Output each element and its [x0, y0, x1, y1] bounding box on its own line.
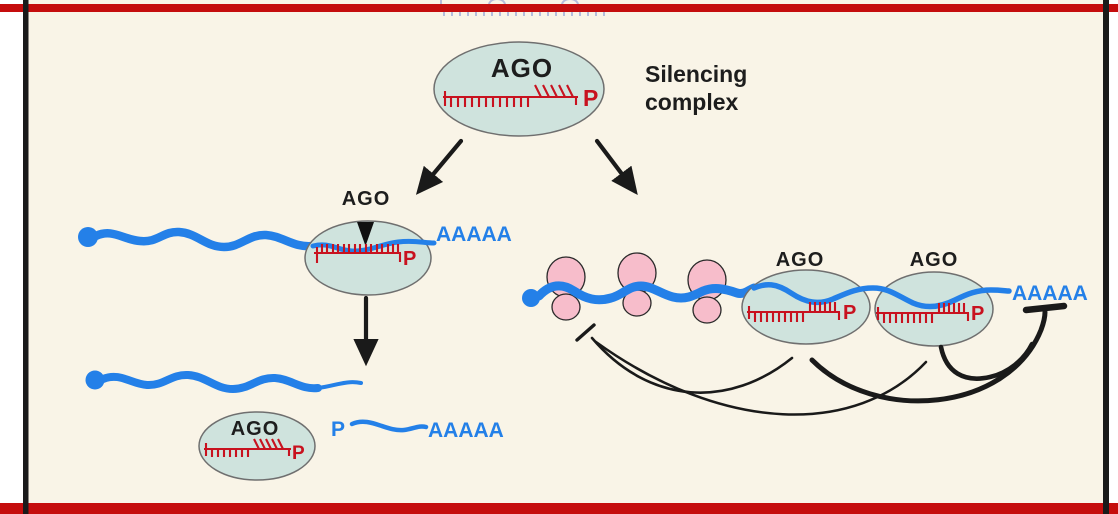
polya-label: AAAAA [436, 223, 512, 246]
guide-rna-duplex-icon [443, 84, 578, 107]
ago1-guide-rna-icon [747, 302, 841, 322]
ago2-phosphate-label: P [971, 303, 984, 325]
five-prime-fragment-tail [316, 380, 363, 390]
cleavage-branch-group: AGO P AAAAA [78, 188, 512, 367]
right-panel-border [1103, 0, 1109, 514]
repression-branch-group: AGO AGO P P AAAAA [522, 249, 1088, 416]
ago-label: AGO [342, 188, 391, 210]
phosphate-label: P [403, 248, 416, 270]
repression-branch-arrow [594, 138, 638, 196]
cleavage-branch-arrow [415, 138, 464, 195]
silencing-complex-group: AGO P Silencing complex [433, 41, 747, 137]
deadenylation-inhibition-arrow-1 [809, 309, 1048, 404]
top-border-highlight [0, 4, 1118, 12]
polya-label: AAAAA [1012, 282, 1088, 305]
ribosome-small-subunit [551, 293, 581, 321]
cleavage-site-triangle-icon [357, 222, 374, 246]
released-ago-label: AGO [231, 418, 280, 440]
deadenylation-inhibition-tbar-icon [1022, 302, 1068, 314]
ago1-label: AGO [776, 249, 825, 271]
mrna-strand [91, 227, 318, 252]
fragment-polya-label: AAAAA [428, 419, 504, 442]
caption-line1: Silencing [645, 61, 747, 87]
cleavage-products-group: AGO P P AAAAA [85, 370, 504, 481]
ago2-guide-rna-icon [876, 303, 970, 323]
ago-label: AGO [491, 53, 553, 83]
translation-inhibition-arrow-1 [590, 336, 794, 394]
translation-inhibition-tbar-icon [575, 323, 596, 342]
deadenylation-inhibition-arrow-2 [938, 341, 1035, 381]
released-phosphate-label: P [292, 443, 305, 464]
ribosome-small-subunit [692, 296, 722, 324]
guide-rna-comb-icon [314, 244, 402, 263]
ago-complex-ellipse [433, 41, 605, 137]
mrna-cap-icon [78, 227, 98, 247]
fragment-phosphate-label: P [331, 418, 345, 441]
translation-inhibition-arrow-2 [594, 340, 928, 416]
ago1-phosphate-label: P [843, 302, 856, 324]
three-prime-fragment-strand [349, 419, 429, 433]
five-prime-cap-icon [85, 370, 105, 390]
bottom-border-highlight [0, 503, 1118, 514]
mrna-strand [534, 281, 759, 305]
phosphate-label: P [583, 85, 598, 111]
caption-line2: complex [645, 89, 739, 115]
ago2-label: AGO [910, 249, 959, 271]
ago1-complex-ellipse [741, 269, 871, 345]
target-mrna-strand [751, 281, 1012, 310]
left-panel-border [23, 0, 29, 514]
five-prime-fragment-strand [99, 370, 322, 394]
released-guide-rna-icon [204, 438, 291, 457]
